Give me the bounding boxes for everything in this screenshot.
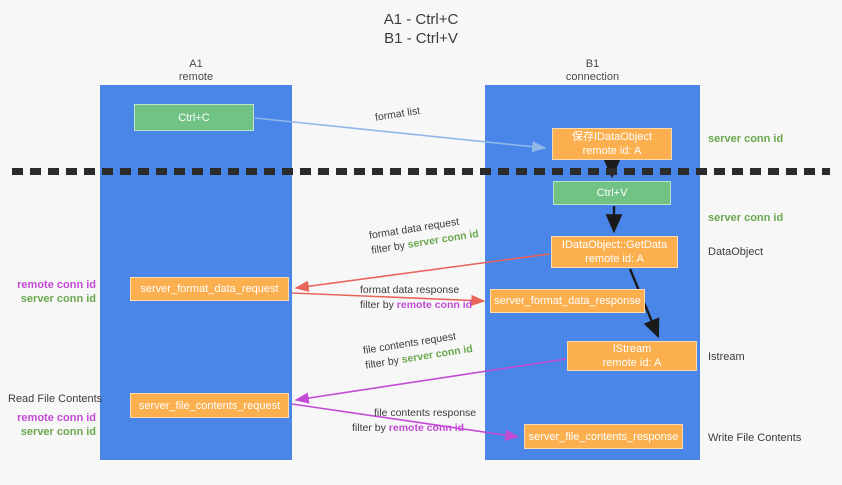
box-ctrl-v-label: Ctrl+V — [596, 187, 628, 199]
flow-label-format-data-request: format data request filter by server con… — [368, 212, 480, 259]
note-remote-conn-id-1: remote conn id — [17, 279, 96, 291]
flow-label-file-contents-response: file contents response filter by remote … — [352, 406, 477, 436]
box-server-file-contents-response[interactable]: server_file_contents_response — [524, 424, 683, 449]
box-ctrl-c[interactable]: Ctrl+C — [134, 104, 254, 131]
page-title: A1 - Ctrl+C B1 - Ctrl+V — [0, 10, 842, 48]
flow-label-format-list-line1: format list — [374, 104, 421, 124]
column-header-a1: A1 remote — [100, 58, 292, 84]
column-b1-name: B1 — [585, 58, 600, 70]
column-header-b1: B1 connection — [485, 58, 700, 84]
box-server-format-data-request-label: server_format_data_request — [140, 283, 279, 295]
box-server-format-data-response-label: server_format_data_response — [494, 295, 641, 307]
box-idataobject-getdata[interactable]: IDataObject::GetData remote id: A — [551, 236, 678, 268]
flow-label-format-data-response-line1: format data response — [360, 284, 460, 296]
note-server-conn-id-top: server conn id — [708, 133, 784, 145]
box-istream[interactable]: IStream remote id: A — [567, 341, 697, 371]
box-ctrl-c-label: Ctrl+C — [178, 111, 210, 124]
title-line-1: A1 - Ctrl+C — [383, 11, 459, 28]
box-server-format-data-response[interactable]: server_format_data_response — [490, 289, 645, 313]
flow-label-format-data-response: format data response filter by remote co… — [360, 283, 472, 313]
note-left-conn-ids-file: remote conn id server conn id — [8, 411, 96, 439]
flow-label-format-data-response-filter: filter by remote conn id — [360, 298, 472, 313]
box-server-file-contents-request[interactable]: server_file_contents_request — [130, 393, 289, 418]
box-save-idataobject[interactable]: 保存IDataObject remote id: A — [552, 128, 672, 160]
column-b1-subtitle: connection — [565, 71, 620, 83]
column-a1-name: A1 — [189, 58, 203, 70]
note-server-conn-id-1: server conn id — [20, 293, 96, 305]
box-save-idataobject-line1: 保存IDataObject — [571, 131, 653, 143]
note-remote-conn-id-2: remote conn id — [17, 412, 96, 424]
column-a1-subtitle: remote — [178, 71, 214, 83]
filter-prefix: filter by — [352, 422, 389, 434]
box-save-idataobject-line2: remote id: A — [582, 145, 642, 157]
box-istream-line2: remote id: A — [602, 357, 662, 369]
box-ctrl-v[interactable]: Ctrl+V — [553, 181, 671, 205]
note-write-file-contents: Write File Contents — [708, 432, 802, 444]
box-idataobject-getdata-line1: IDataObject::GetData — [561, 239, 668, 251]
note-dataobject: DataObject — [708, 246, 764, 258]
note-left-conn-ids-format: remote conn id server conn id — [8, 278, 96, 306]
flow-label-format-list: format list — [374, 104, 421, 126]
note-istream: Istream — [708, 351, 745, 363]
note-read-file-contents: Read File Contents — [8, 393, 103, 405]
flow-label-file-contents-request: file contents request filter by server c… — [362, 327, 474, 374]
flow-label-file-contents-response-filter: filter by remote conn id — [352, 421, 476, 436]
box-server-format-data-request[interactable]: server_format_data_request — [130, 277, 289, 301]
dashed-divider — [12, 168, 830, 175]
box-server-file-contents-request-label: server_file_contents_request — [138, 399, 281, 412]
filter-key-remote-conn-id: remote conn id — [396, 299, 473, 311]
note-server-conn-id-second: server conn id — [708, 212, 784, 224]
note-server-conn-id-2: server conn id — [20, 426, 96, 438]
box-idataobject-getdata-line2: remote id: A — [585, 253, 644, 265]
filter-prefix: filter by — [360, 299, 397, 311]
box-istream-line1: IStream — [612, 343, 652, 355]
filter-key-remote-conn-id: remote conn id — [388, 422, 465, 434]
flow-label-file-contents-response-line1: file contents response — [374, 407, 477, 419]
title-line-2: B1 - Ctrl+V — [384, 30, 458, 47]
box-server-file-contents-response-label: server_file_contents_response — [528, 430, 679, 443]
